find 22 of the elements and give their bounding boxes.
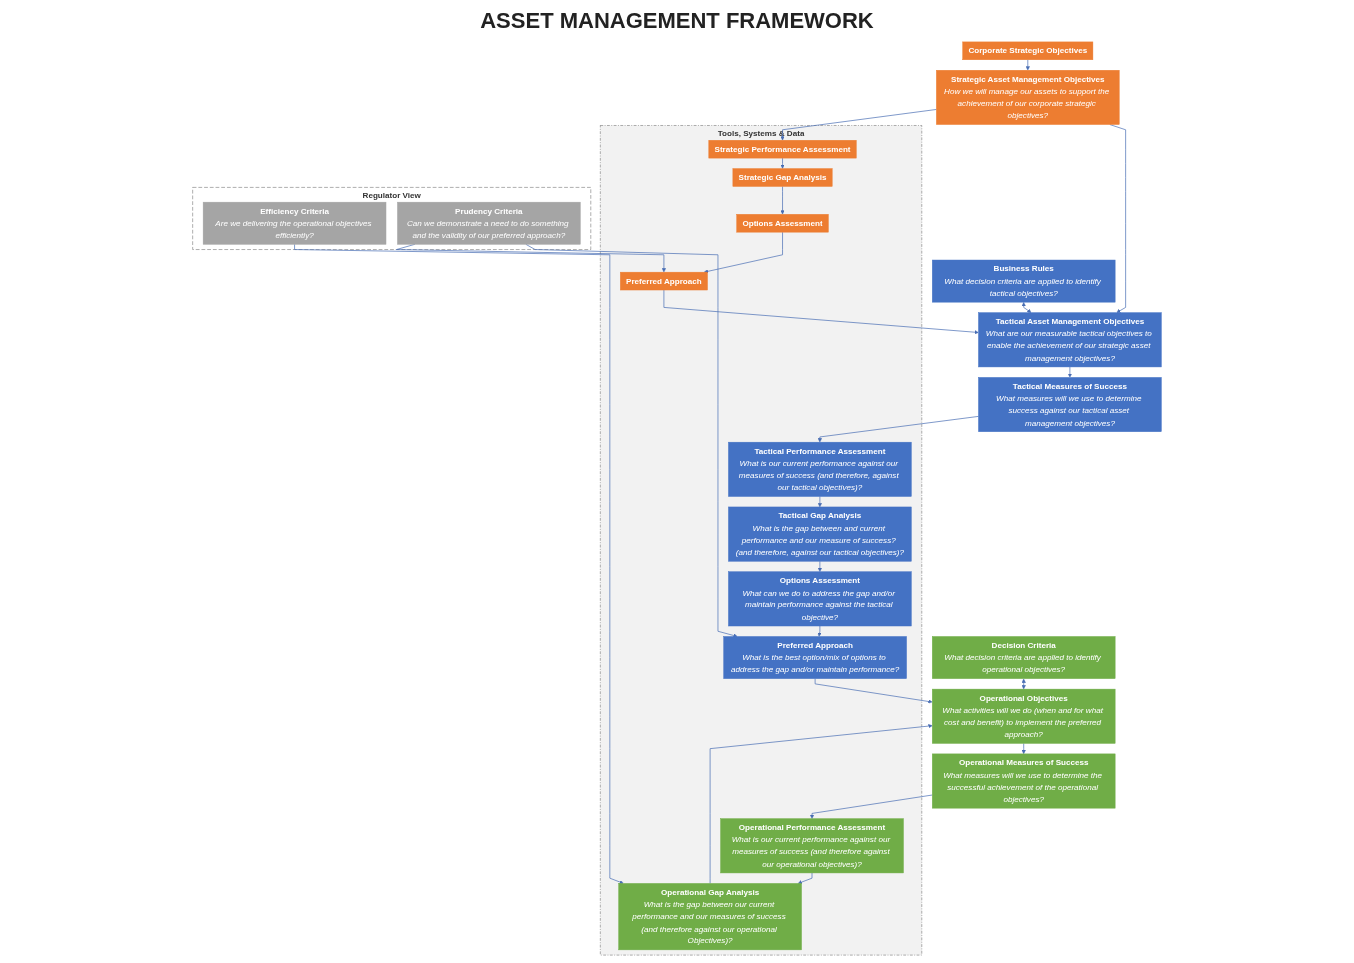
node-box: Strategic Gap Analysis [732, 168, 833, 187]
node-box: Preferred Approach [620, 271, 708, 291]
node-box: Options Assessment [736, 214, 829, 233]
node-box: Decision Criteria What decision criteria are applied to identify operational objectives? [932, 636, 1116, 679]
arrow [1021, 678, 1026, 690]
node-box: Corporate Strategic Objectives [962, 41, 1094, 60]
node-box: Efficiency Criteria Are we delivering the operational objectives efficiently? [202, 201, 387, 245]
node-box: Operational Performance Assessment What is our current performance against our measures of success (and therefore against our operational objectives)? [720, 818, 904, 874]
node-box: Strategic Performance Assessment [708, 140, 857, 159]
node-box: Operational Measures of Success What measures will we use to determine the successful achievement of the operational objectives? [932, 753, 1116, 809]
node-box: Tactical Performance Assessment What is our current performance against our measures of success (and therefore, against our tactical objectives)? [728, 441, 912, 497]
node-box: Tactical Measures of Success What measures will we use to determine success against our tactical asset management objectives? [978, 377, 1162, 432]
node-box: Prudency Criteria Can we demonstrate a need to do something and the validity of our preferred approach? [397, 201, 581, 245]
node-box: Strategic Asset Management Objectives How we will manage our assets to support the achievement of our corporate strategic objectives? [936, 70, 1120, 125]
node-box: Operational Objectives What activities will we do (when and for what cost and benefit) to implement the preferred approach? [932, 688, 1116, 744]
node-box: Preferred Approach What is the best option/mix of options to address the gap and/or maintain performance? [723, 636, 907, 679]
node-box: Tactical Asset Management Objectives What are our measurable tactical objectives to enable the achievement of our strategic asset management objectives? [978, 312, 1162, 368]
node-box: Business Rules What decision criteria are applied to identify tactical objectives? [932, 259, 1116, 303]
node-box: Options Assessment What can we do to address the gap and/or maintain performance against the tactical objective? [728, 571, 912, 627]
node-box: Operational Gap Analysis What is the gap between our current performance and our measures of success (and therefore against our operational Objectives)? [618, 883, 802, 951]
diagram-title: ASSET MANAGEMENT FRAMEWORK [480, 8, 874, 34]
node-box: Tactical Gap Analysis What is the gap between and current performance and our measure of success? (and therefore, against our tactical objectives)? [728, 506, 912, 562]
